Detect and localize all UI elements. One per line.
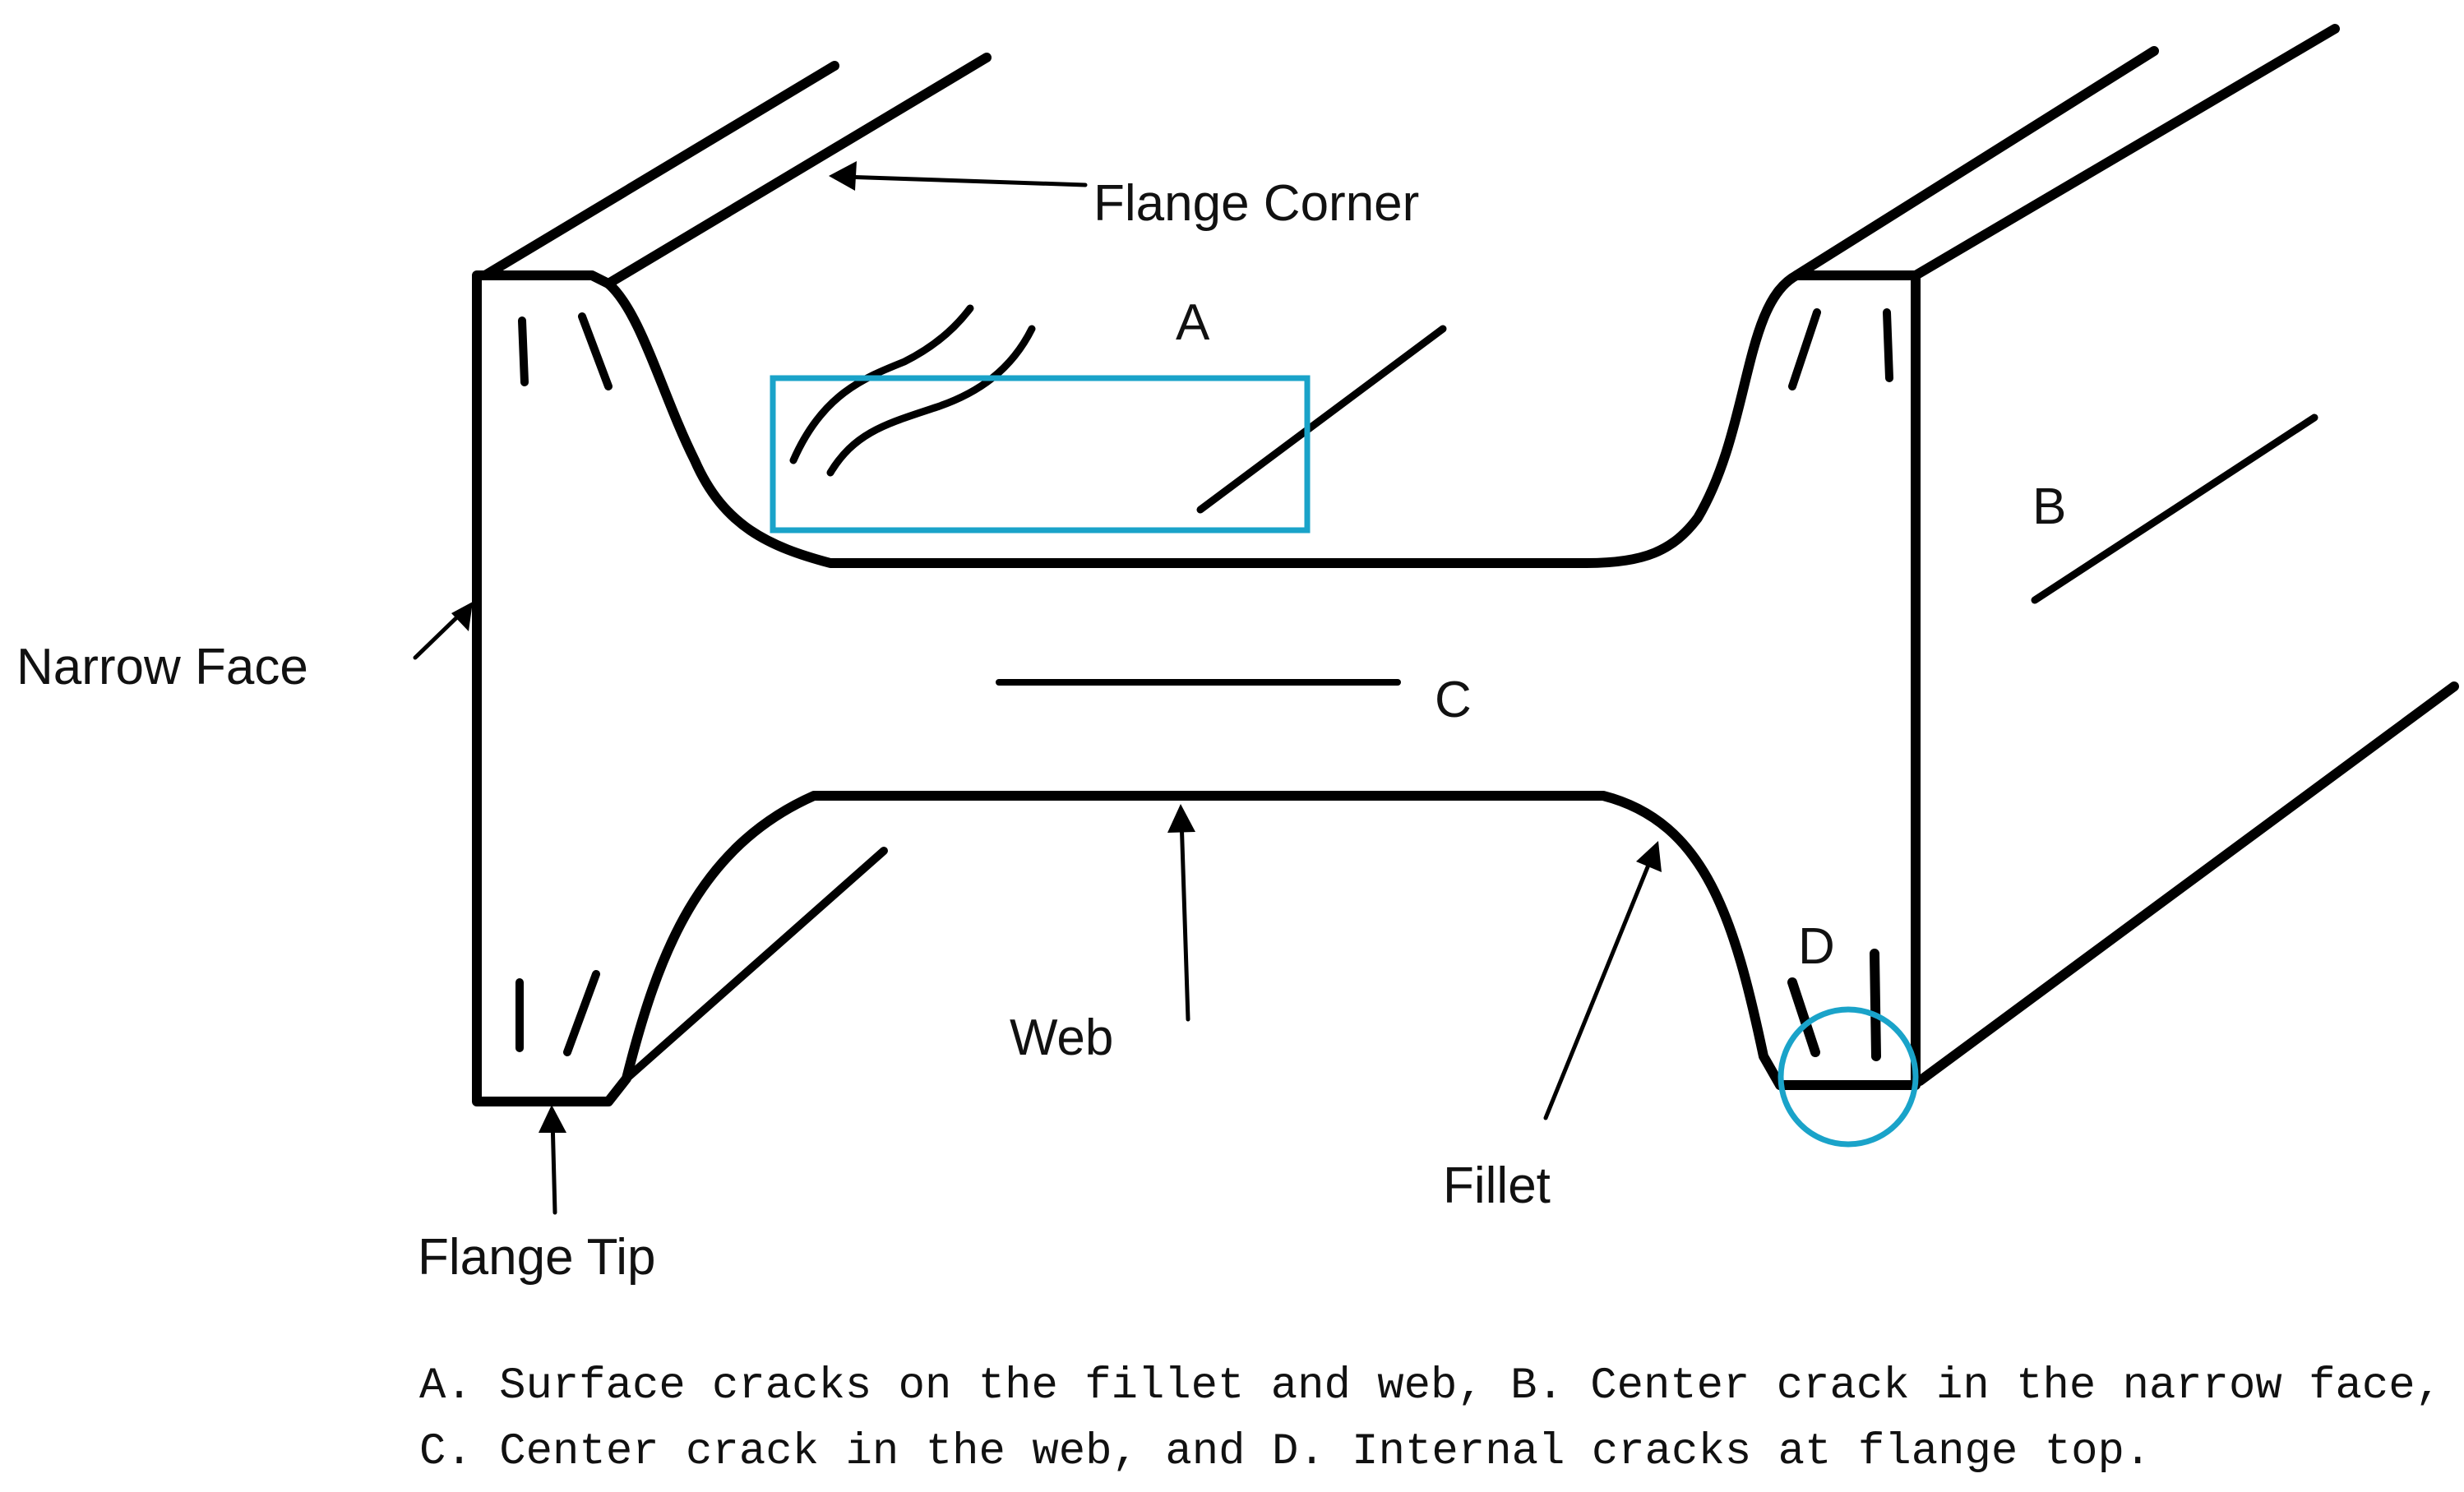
crack-mark-top-left-1: [518, 316, 529, 386]
narrow-face-pointer: [413, 602, 473, 660]
crack-c-label: C: [1435, 672, 1472, 728]
crack-a-highlight-box: [770, 375, 1311, 534]
crack-b-line: [2031, 413, 2318, 604]
lower-right-extrusion-edge: [1915, 681, 2459, 1086]
crack-mark-top-left-2: [578, 312, 613, 390]
crack-mark-bottom-right-2: [1870, 949, 1881, 1061]
narrow-face-label: Narrow Face: [16, 639, 308, 695]
caption-line-2: C. Center crack in the web, and D. Inter…: [419, 1427, 2151, 1477]
upper-right-inner-edge: [1791, 46, 2159, 280]
beam-section-outline: [472, 270, 1921, 1106]
crack-mark-bottom-left-2: [563, 970, 600, 1056]
fillet-pointer: [1543, 841, 1662, 1120]
web-pointer: [1167, 804, 1195, 1022]
crack-mark-bottom-right-1: [1787, 977, 1820, 1057]
crack-mark-top-right-2: [1883, 308, 1893, 382]
crack-a-curve-2: [826, 325, 1036, 477]
crack-a-label: A: [1176, 294, 1210, 351]
crack-d-label: D: [1798, 918, 1835, 975]
upper-right-outer-edge: [1911, 24, 2340, 280]
flange-tip-label: Flange Tip: [418, 1229, 656, 1286]
crack-mark-top-right-1: [1788, 308, 1821, 390]
crack-b-label: B: [2032, 478, 2066, 535]
crack-d-highlight-circle: [1778, 1006, 1919, 1148]
web-label: Web: [1010, 1009, 1113, 1066]
caption-line-1: A. Surface cracks on the fillet and web,…: [419, 1361, 2442, 1411]
fillet-label: Fillet: [1443, 1157, 1551, 1214]
flange-corner-extrusion-edge: [603, 53, 992, 289]
flange-tip-pointer: [539, 1105, 566, 1215]
upper-left-extrusion-edge: [480, 61, 839, 280]
crack-a-curve-1: [789, 304, 974, 464]
lower-left-extrusion-edge: [622, 847, 888, 1083]
crack-a-line: [1196, 325, 1447, 514]
flange-corner-pointer: [829, 161, 1088, 191]
flange-corner-label: Flange Corner: [1093, 175, 1419, 232]
